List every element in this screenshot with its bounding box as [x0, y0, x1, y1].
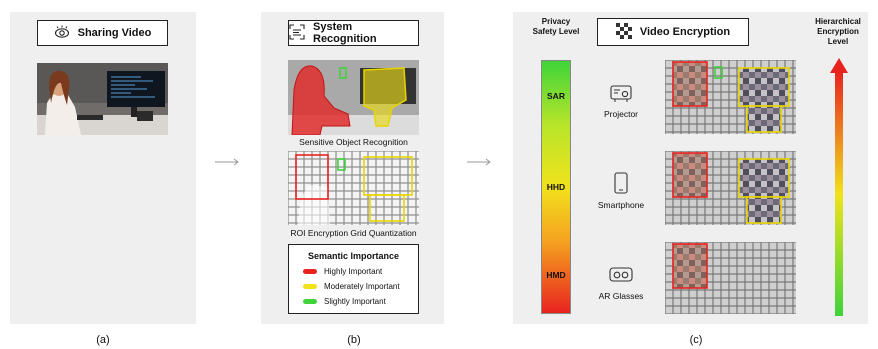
- legend-swatch-yellow: [303, 284, 317, 289]
- semantic-importance-legend: Semantic Importance Highly Important Mod…: [288, 244, 419, 314]
- device-label-projector: Projector: [603, 109, 638, 119]
- legend-label-moderate: Moderately Important: [324, 282, 400, 291]
- privacy-safety-bar: [541, 60, 571, 314]
- panel-c-caption: (c): [689, 334, 703, 346]
- privacy-safety-header: Privacy Safety Level: [532, 17, 580, 36]
- eye-icon: [54, 25, 70, 42]
- legend-label-slight: Slightly Important: [324, 297, 386, 306]
- panel-a-title: Sharing Video: [77, 27, 152, 39]
- scan-icon: [289, 23, 305, 43]
- legend-item-high: Highly Important: [303, 267, 418, 276]
- panel-a-caption: (a): [96, 334, 110, 346]
- projector-icon: [610, 85, 632, 108]
- arrow-a-to-b: [215, 158, 239, 166]
- legend-item-moderate: Moderately Important: [303, 282, 418, 291]
- panel-c-title-box: Video Encryption: [597, 18, 749, 46]
- panel-c-title: Video Encryption: [639, 26, 731, 38]
- hierarchical-encryption-arrow: [830, 58, 848, 316]
- device-label-ar-glasses: AR Glasses: [598, 291, 644, 301]
- sensitive-object-label: Sensitive Object Recognition: [299, 137, 408, 147]
- encrypted-frame-smartphone: [665, 151, 796, 225]
- sensitive-object-image: [288, 60, 419, 135]
- legend-title: Semantic Importance: [307, 251, 400, 261]
- encrypted-frame-ar-glasses: [665, 242, 796, 314]
- legend-item-slight: Slightly Important: [303, 297, 418, 306]
- panel-a-title-box: Sharing Video: [37, 20, 168, 46]
- panel-b-caption: (b): [347, 334, 361, 346]
- sharing-video-photo: [37, 63, 168, 135]
- hierarchical-encryption-header: Hierarchical Encryption Level: [815, 17, 861, 46]
- legend-swatch-green: [303, 299, 317, 304]
- checker-icon: [615, 22, 632, 42]
- encrypted-frame-projector: [665, 60, 796, 134]
- device-label-smartphone: Smartphone: [597, 200, 645, 210]
- level-sar: SAR: [547, 91, 565, 101]
- level-hhd: HHD: [546, 182, 566, 192]
- panel-a: [10, 12, 196, 324]
- level-hmd: HMD: [546, 270, 566, 280]
- smartphone-icon: [614, 172, 628, 199]
- roi-grid-label: ROI Encryption Grid Quantization: [290, 228, 417, 238]
- legend-label-high: Highly Important: [324, 267, 383, 276]
- panel-b-title-box: System Recognition: [288, 20, 419, 46]
- ar-glasses-icon: [609, 267, 633, 288]
- arrow-b-to-c: [467, 158, 491, 166]
- roi-grid-image: [288, 151, 419, 225]
- panel-b-title: System Recognition: [313, 21, 377, 45]
- legend-swatch-red: [303, 269, 317, 274]
